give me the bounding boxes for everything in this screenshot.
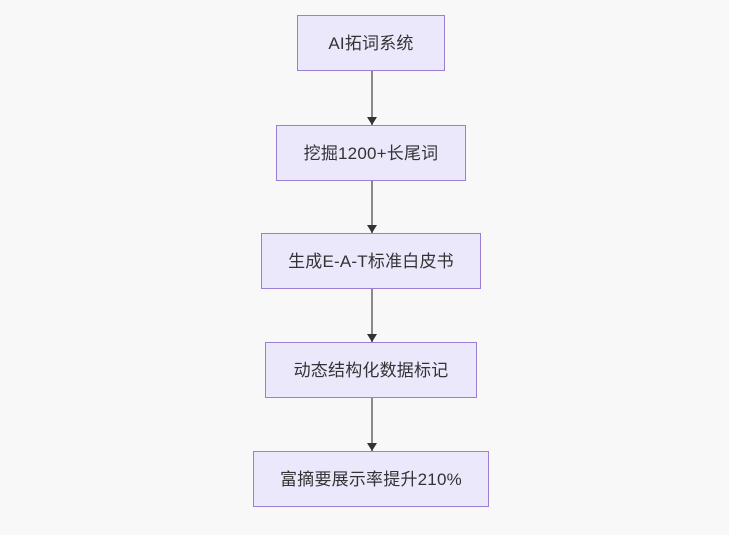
arrowhead-icon — [367, 334, 377, 342]
arrowhead-icon — [367, 443, 377, 451]
flow-node-label: 生成E-A-T标准白皮书 — [288, 251, 454, 271]
arrowhead-icon — [367, 117, 377, 125]
flow-node-label: 富摘要展示率提升210% — [280, 469, 462, 489]
connector-line — [371, 398, 373, 451]
connector-line — [371, 289, 373, 342]
connector-line — [371, 71, 373, 125]
flow-node-label: 动态结构化数据标记 — [293, 360, 449, 380]
flow-node-ai-keyword-system[interactable]: AI拓词系统 — [297, 15, 445, 71]
flow-node-rich-snippet-rate-increase[interactable]: 富摘要展示率提升210% — [253, 451, 489, 507]
flow-node-label: AI拓词系统 — [328, 33, 414, 53]
flow-node-mine-longtail-keywords[interactable]: 挖掘1200+长尾词 — [276, 125, 466, 181]
flow-node-dynamic-structured-data-markup[interactable]: 动态结构化数据标记 — [265, 342, 477, 398]
arrowhead-icon — [367, 225, 377, 233]
flow-node-generate-eat-whitepaper[interactable]: 生成E-A-T标准白皮书 — [261, 233, 481, 289]
connector-line — [371, 181, 373, 233]
flow-node-label: 挖掘1200+长尾词 — [303, 143, 439, 163]
